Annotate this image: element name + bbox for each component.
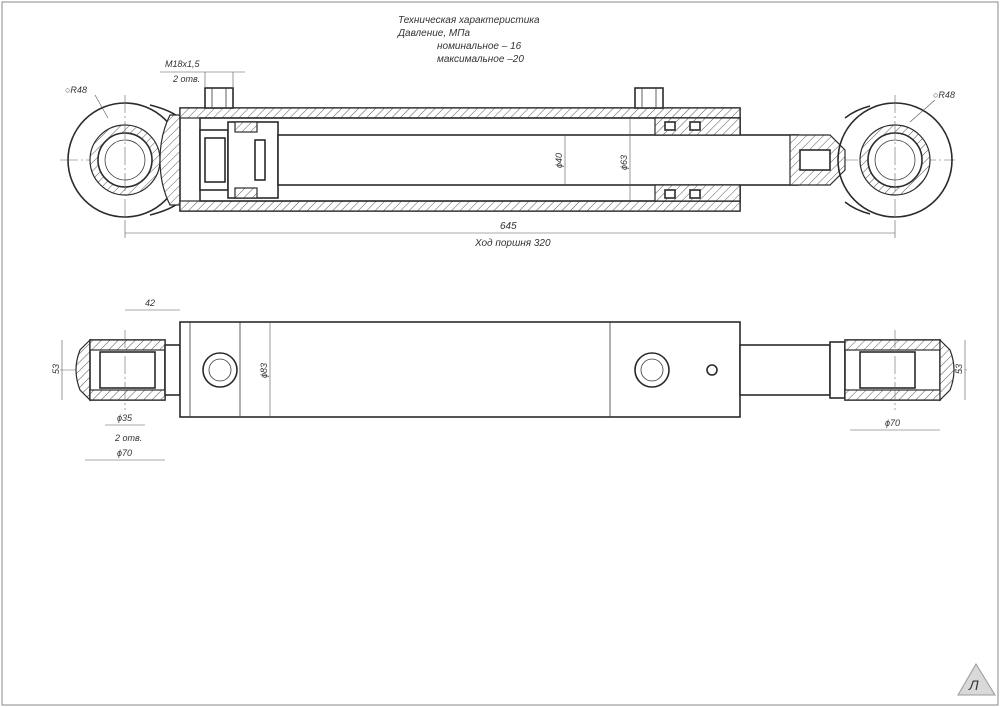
- bottom-view: 42 53 53 ϕ83 ϕ35 2 отв. ϕ70 ϕ70: [51, 298, 970, 461]
- piston-rod: [277, 134, 799, 186]
- dim-total-length: 645: [500, 221, 517, 232]
- dim-barrel-diameter: ϕ83: [259, 363, 269, 378]
- tech-spec: Техническая характеристика Давление, МПа…: [397, 15, 540, 65]
- dim-hole-diameter: ϕ35: [117, 413, 133, 423]
- pressure-nominal: номинальное – 16: [437, 41, 522, 52]
- dim-height-left: 53: [51, 364, 61, 374]
- grease-nipple: [706, 364, 718, 376]
- port-hole-left: [202, 352, 238, 388]
- logo-letter: Л: [968, 677, 979, 693]
- dim-eye-left: ϕ70: [117, 448, 132, 458]
- dim-rod-diameter: ϕ40: [554, 153, 564, 168]
- piston: [199, 121, 279, 199]
- gland: [654, 117, 741, 202]
- port-right: [634, 87, 664, 109]
- dim-height-right: 53: [954, 364, 964, 374]
- dim-stroke: Ход поршня 320: [474, 238, 551, 249]
- rod: [739, 344, 831, 396]
- dim-hole-count: 2 отв.: [114, 433, 142, 443]
- dim-thread: М18х1,5: [165, 59, 201, 69]
- tech-title: Техническая характеристика: [398, 15, 540, 26]
- dim-bore-diameter: ϕ63: [619, 155, 629, 170]
- port-left: [204, 87, 234, 109]
- top-view: ϕ40 ϕ63 645 Ход поршня 320 М18х1,5 2 отв…: [60, 59, 955, 249]
- dim-42: 42: [145, 298, 155, 308]
- dim-thread-count: 2 отв.: [172, 74, 200, 84]
- port-hole-right: [634, 352, 670, 388]
- pressure-label: Давление, МПа: [397, 28, 470, 39]
- dim-eye-right: ϕ70: [885, 418, 900, 428]
- brand-logo: Л: [957, 663, 996, 696]
- left-eye-profile: [75, 338, 91, 402]
- radius-right: ○R48: [933, 90, 955, 100]
- pressure-max: максимальное –20: [437, 54, 524, 65]
- radius-left: ○R48: [65, 85, 87, 95]
- right-eye: [837, 95, 953, 225]
